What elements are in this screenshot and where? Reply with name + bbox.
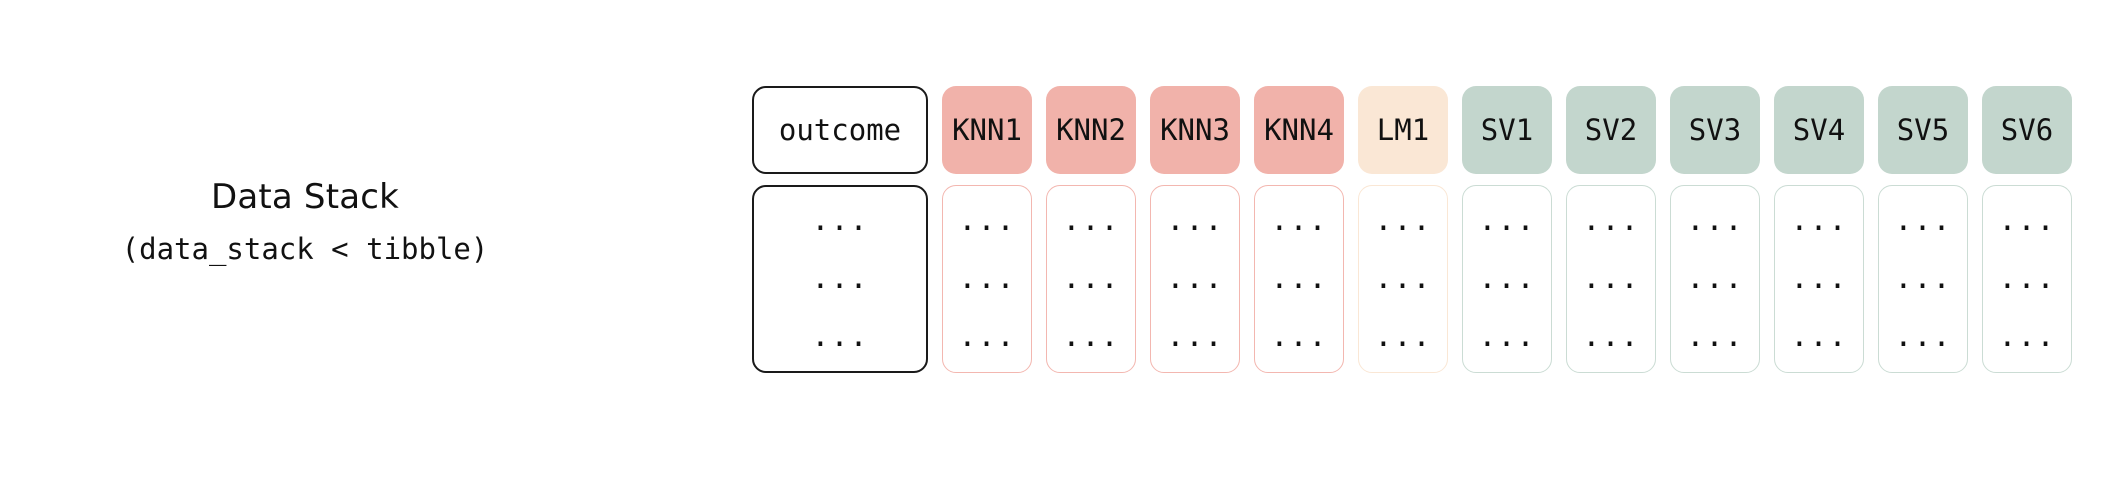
column-header-sv6[interactable]: SV6: [1982, 86, 2072, 174]
cell-placeholder: ...: [811, 203, 869, 238]
column-sv5[interactable]: SV5.........: [1878, 86, 1968, 373]
column-body-knn3: .........: [1150, 185, 1240, 373]
column-body-sv2: .........: [1566, 185, 1656, 373]
cell-placeholder: ...: [1062, 319, 1120, 354]
column-header-sv5[interactable]: SV5: [1878, 86, 1968, 174]
column-header-knn4[interactable]: KNN4: [1254, 86, 1344, 174]
column-body-sv6: .........: [1982, 185, 2072, 373]
data-stack-type-annotation: (data_stack < tibble): [121, 232, 489, 267]
column-knn1[interactable]: KNN1.........: [942, 86, 1032, 373]
data-stack-title: Data Stack: [210, 177, 400, 217]
column-sv6[interactable]: SV6.........: [1982, 86, 2072, 373]
cell-placeholder: ...: [811, 261, 869, 296]
cell-placeholder: ...: [1998, 203, 2056, 238]
column-body-knn2: .........: [1046, 185, 1136, 373]
cell-placeholder: ...: [1894, 261, 1952, 296]
column-body-knn4: .........: [1254, 185, 1344, 373]
column-knn4[interactable]: KNN4.........: [1254, 86, 1344, 373]
column-knn2[interactable]: KNN2.........: [1046, 86, 1136, 373]
column-lm1[interactable]: LM1.........: [1358, 86, 1448, 373]
cell-placeholder: ...: [1686, 203, 1744, 238]
column-header-sv3[interactable]: SV3: [1670, 86, 1760, 174]
column-header-knn2[interactable]: KNN2: [1046, 86, 1136, 174]
cell-placeholder: ...: [1270, 261, 1328, 296]
cell-placeholder: ...: [1374, 203, 1432, 238]
column-body-sv4: .........: [1774, 185, 1864, 373]
cell-placeholder: ...: [1894, 203, 1952, 238]
cell-placeholder: ...: [1894, 319, 1952, 354]
column-sv2[interactable]: SV2.........: [1566, 86, 1656, 373]
column-header-lm1[interactable]: LM1: [1358, 86, 1448, 174]
cell-placeholder: ...: [958, 261, 1016, 296]
cell-placeholder: ...: [1478, 203, 1536, 238]
cell-placeholder: ...: [1790, 203, 1848, 238]
cell-placeholder: ...: [1270, 203, 1328, 238]
cell-placeholder: ...: [1686, 261, 1744, 296]
column-knn3[interactable]: KNN3.........: [1150, 86, 1240, 373]
data-stack-columns: outcome.........KNN1.........KNN2.......…: [752, 86, 2072, 373]
cell-placeholder: ...: [958, 319, 1016, 354]
cell-placeholder: ...: [1582, 261, 1640, 296]
column-body-lm1: .........: [1358, 185, 1448, 373]
cell-placeholder: ...: [1062, 203, 1120, 238]
cell-placeholder: ...: [1166, 203, 1224, 238]
column-header-outcome[interactable]: outcome: [752, 86, 928, 174]
cell-placeholder: ...: [1998, 261, 2056, 296]
column-header-sv4[interactable]: SV4: [1774, 86, 1864, 174]
cell-placeholder: ...: [1374, 261, 1432, 296]
data-stack-caption: Data Stack (data_stack < tibble): [60, 177, 550, 267]
cell-placeholder: ...: [1582, 203, 1640, 238]
cell-placeholder: ...: [1166, 261, 1224, 296]
cell-placeholder: ...: [1166, 319, 1224, 354]
cell-placeholder: ...: [1790, 261, 1848, 296]
cell-placeholder: ...: [1374, 319, 1432, 354]
cell-placeholder: ...: [1790, 319, 1848, 354]
column-sv4[interactable]: SV4.........: [1774, 86, 1864, 373]
column-body-sv5: .........: [1878, 185, 1968, 373]
column-body-knn1: .........: [942, 185, 1032, 373]
cell-placeholder: ...: [1062, 261, 1120, 296]
cell-placeholder: ...: [811, 319, 869, 354]
column-body-sv3: .........: [1670, 185, 1760, 373]
cell-placeholder: ...: [1998, 319, 2056, 354]
column-header-knn1[interactable]: KNN1: [942, 86, 1032, 174]
cell-placeholder: ...: [1686, 319, 1744, 354]
cell-placeholder: ...: [1478, 319, 1536, 354]
column-body-outcome: .........: [752, 185, 928, 373]
column-header-knn3[interactable]: KNN3: [1150, 86, 1240, 174]
cell-placeholder: ...: [1582, 319, 1640, 354]
column-sv1[interactable]: SV1.........: [1462, 86, 1552, 373]
column-header-sv2[interactable]: SV2: [1566, 86, 1656, 174]
column-outcome[interactable]: outcome.........: [752, 86, 928, 373]
cell-placeholder: ...: [958, 203, 1016, 238]
column-header-sv1[interactable]: SV1: [1462, 86, 1552, 174]
cell-placeholder: ...: [1478, 261, 1536, 296]
column-body-sv1: .........: [1462, 185, 1552, 373]
cell-placeholder: ...: [1270, 319, 1328, 354]
column-sv3[interactable]: SV3.........: [1670, 86, 1760, 373]
